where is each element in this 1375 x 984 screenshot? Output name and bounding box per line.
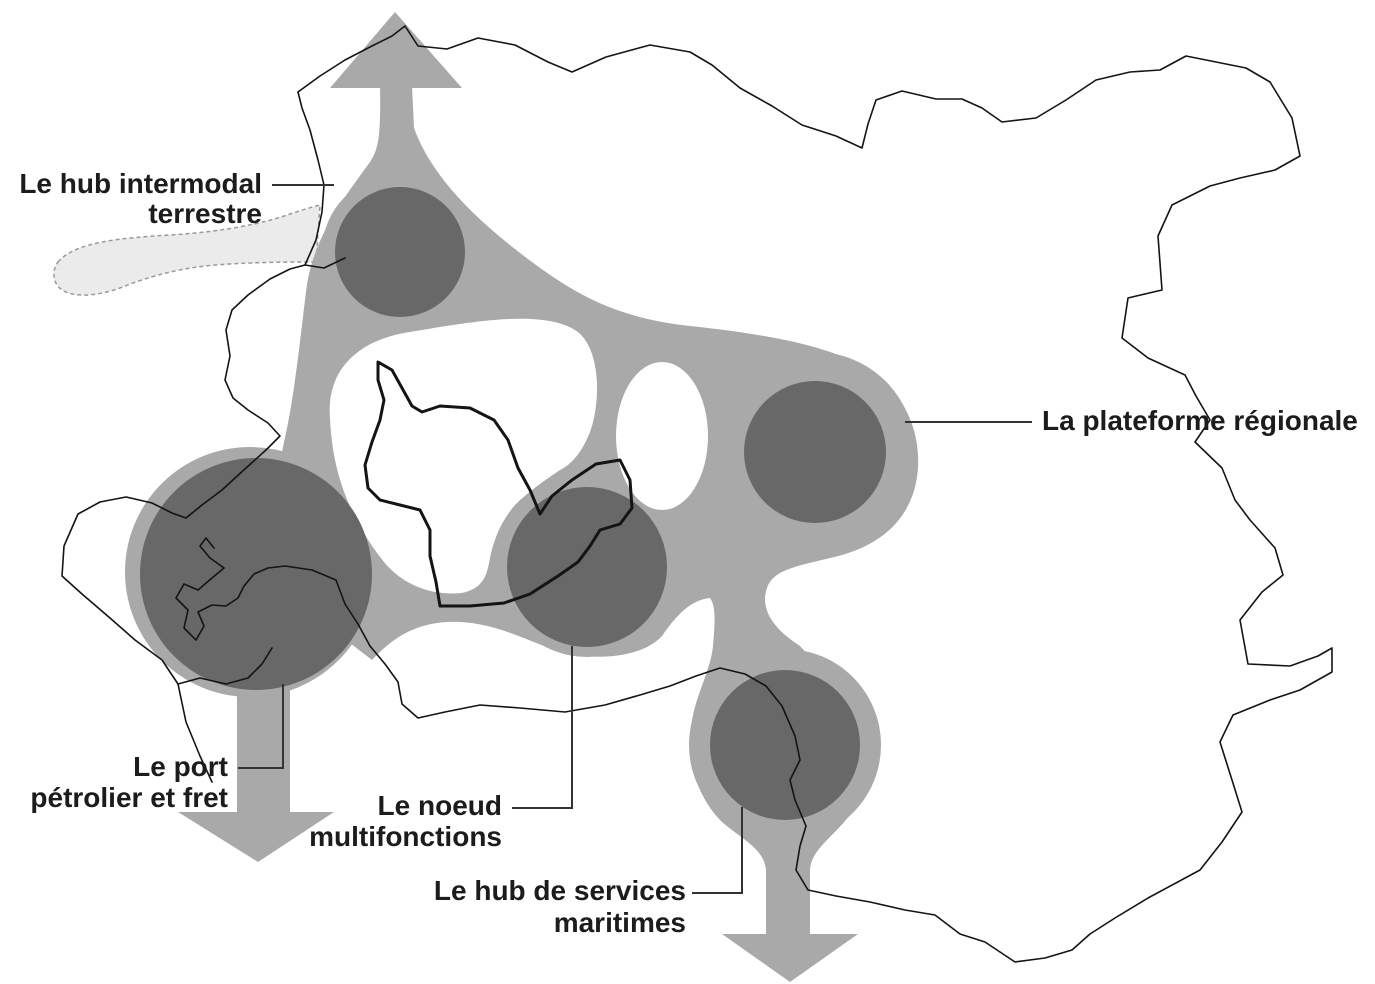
territory-outline-main bbox=[297, 25, 1333, 963]
label-plateforme: La plateforme régionale bbox=[1042, 405, 1358, 436]
noeud-circle bbox=[507, 487, 667, 647]
plateforme-circle bbox=[744, 381, 886, 523]
territory-outline-northwest bbox=[297, 91, 325, 266]
label-hub-maritime-line1: Le hub de services bbox=[434, 875, 686, 906]
territory-outlines bbox=[61, 25, 1333, 963]
terrestrial-zone bbox=[53, 204, 321, 296]
label-hub-intermodal-line2: terrestre bbox=[148, 198, 262, 229]
network-gap-east bbox=[616, 362, 708, 510]
coast-outline-south bbox=[177, 647, 273, 685]
hubs bbox=[140, 187, 886, 820]
leader-hub-maritime bbox=[692, 807, 743, 894]
arrow-north bbox=[330, 12, 462, 88]
leader-noeud bbox=[512, 646, 573, 809]
hub-maritime-circle bbox=[710, 670, 860, 820]
label-port-line1: Le port bbox=[133, 751, 228, 782]
label-noeud-line1: Le noeud bbox=[378, 790, 502, 821]
city-outline bbox=[363, 360, 634, 608]
label-hub-intermodal-line1: Le hub intermodal bbox=[19, 168, 262, 199]
leader-port bbox=[238, 684, 284, 769]
label-hub-maritime-line2: maritimes bbox=[554, 907, 686, 938]
network-gap-central bbox=[329, 318, 598, 594]
labels: Le hub intermodal terrestre La plateform… bbox=[19, 168, 1358, 938]
leader-lines bbox=[238, 184, 1032, 894]
label-noeud-line2: multifonctions bbox=[309, 821, 502, 852]
label-port-line2: pétrolier et fret bbox=[30, 782, 228, 813]
port-outline bbox=[175, 537, 346, 641]
hub-intermodal-circle bbox=[335, 187, 465, 317]
arrow-south-west-stem bbox=[237, 680, 290, 814]
arrow-south-west bbox=[178, 812, 334, 862]
territory-outline-west bbox=[61, 257, 346, 783]
